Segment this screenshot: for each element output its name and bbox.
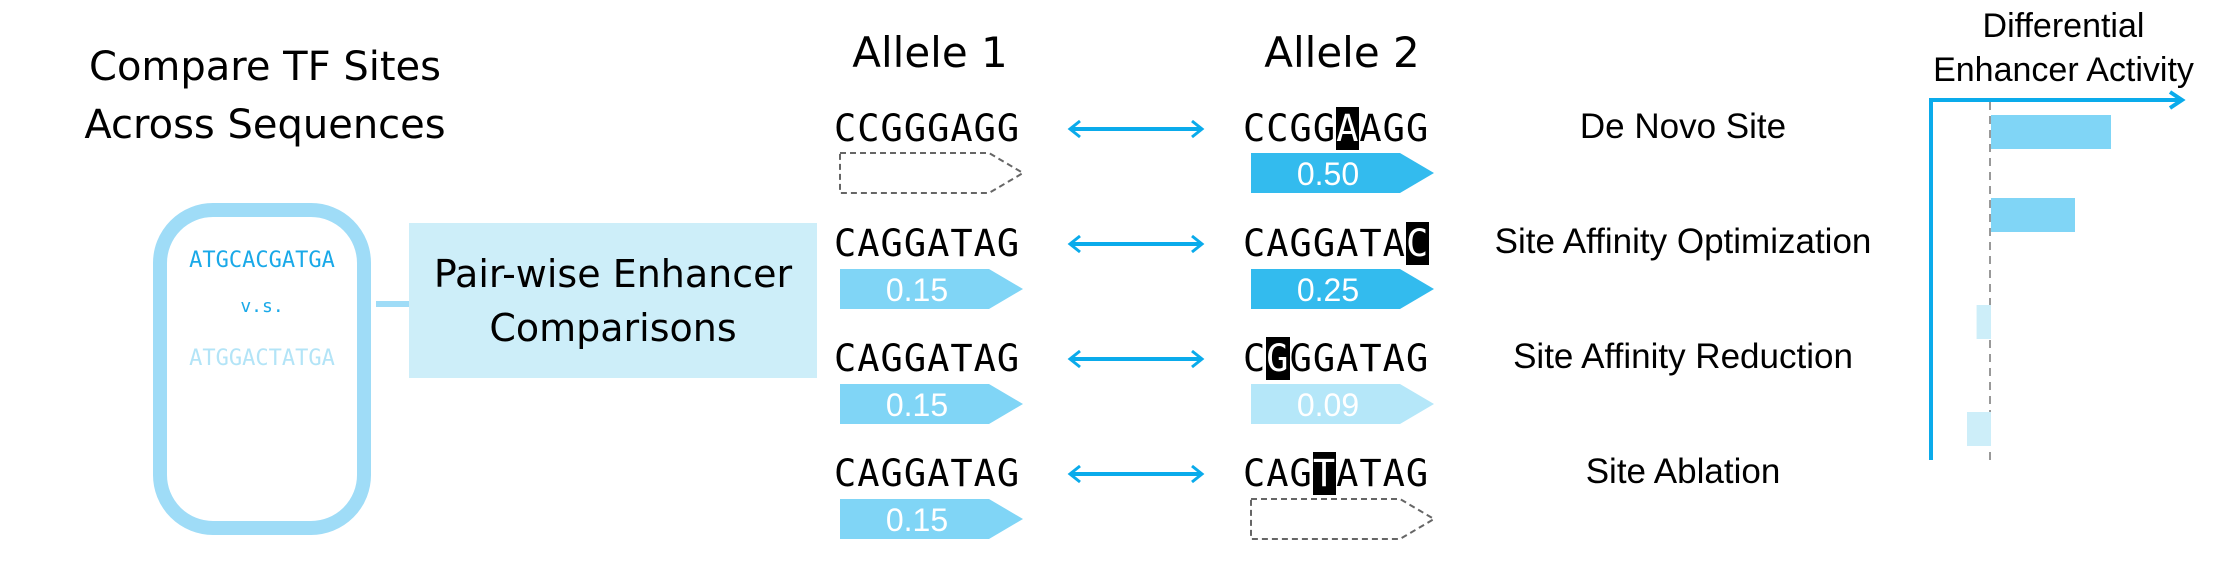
affinity-score: 0.50 — [1297, 156, 1359, 192]
left-title-line2: Across Sequences — [84, 102, 446, 148]
double-arrow-icon — [1067, 119, 1205, 139]
mutated-base: T — [1312, 452, 1337, 495]
allele2-header: Allele 2 — [1264, 28, 1420, 77]
allele1-sequence: CAGGATAG — [834, 337, 1021, 380]
site-pentagon — [840, 499, 1023, 539]
allele1-site-badge — [839, 152, 1025, 194]
activity-title: Differential Enhancer Activity — [1900, 4, 2227, 92]
activity-bar — [1991, 115, 2111, 149]
mutated-base: C — [1405, 222, 1430, 265]
allele2-site-badge: 0.25 — [1251, 269, 1434, 309]
allele1-site-badge: 0.15 — [840, 384, 1023, 424]
seq-prefix: CCGG — [1243, 107, 1337, 150]
pairwise-line2: Comparisons — [489, 305, 737, 350]
allele1-sequence: CAGGATAG — [834, 452, 1021, 495]
axis-arrow-icon — [2168, 90, 2186, 110]
activity-title-line2: Enhancer Activity — [1933, 51, 2194, 89]
affinity-score: 0.15 — [886, 387, 948, 423]
allele2-site-badge — [1250, 498, 1436, 540]
sequence-b: ATGGACTATGA — [189, 346, 335, 371]
seq-suffix: AGG — [1359, 107, 1430, 150]
seq-prefix: C — [1243, 337, 1267, 380]
sequence-compare-box — [153, 203, 371, 535]
sequence-a: ATGCACGATGA — [189, 248, 335, 273]
allele2-site-badge: 0.09 — [1251, 384, 1434, 424]
seq-suffix: GGATAG — [1289, 337, 1430, 380]
seq-prefix: CAG — [1243, 452, 1313, 495]
activity-bar — [1967, 412, 1991, 446]
change-type-label: Site Affinity Optimization — [1494, 222, 1872, 261]
seq-suffix: ATAG — [1336, 452, 1430, 495]
allele1-site-badge: 0.15 — [840, 499, 1023, 539]
allele2-sequence: CCGGAAGG — [1243, 107, 1429, 151]
vs-label: v.s. — [240, 296, 284, 317]
site-pentagon — [840, 269, 1023, 309]
allele2-site-badge: 0.50 — [1251, 153, 1434, 193]
change-type-label: Site Affinity Reduction — [1513, 337, 1853, 376]
seq-prefix: CAGGATA — [1243, 222, 1406, 265]
left-title: Compare TF Sites Across Sequences — [60, 38, 470, 154]
allele2-sequence: CAGGATAC — [1243, 222, 1430, 266]
affinity-score: 0.15 — [886, 502, 948, 538]
double-arrow-icon — [1067, 234, 1205, 254]
allele1-sequence: CCGGGAGG — [834, 107, 1021, 150]
site-pentagon — [1251, 269, 1434, 309]
mutated-base: G — [1266, 337, 1290, 380]
mutated-base: A — [1336, 107, 1360, 150]
allele2-sequence: CAGTATAG — [1243, 452, 1429, 496]
site-pentagon — [840, 384, 1023, 424]
site-pentagon — [839, 152, 1025, 194]
allele1-site-badge: 0.15 — [840, 269, 1023, 309]
activity-title-line1: Differential — [1982, 7, 2145, 45]
site-pentagon — [1250, 498, 1436, 540]
allele1-header: Allele 1 — [852, 28, 1008, 77]
activity-bar — [1991, 198, 2075, 232]
double-arrow-icon — [1067, 349, 1205, 369]
site-pentagon — [1251, 384, 1434, 424]
allele2-sequence: CGGGATAG — [1243, 337, 1429, 381]
affinity-score: 0.25 — [1297, 272, 1359, 308]
affinity-score: 0.09 — [1297, 387, 1359, 423]
connector-line — [376, 301, 409, 307]
activity-bar — [1976, 305, 1991, 339]
site-pentagon — [1251, 153, 1434, 193]
left-title-line1: Compare TF Sites — [89, 44, 441, 90]
change-type-label: Site Ablation — [1585, 452, 1781, 491]
double-arrow-icon — [1067, 464, 1205, 484]
pairwise-line1: Pair-wise Enhancer — [433, 251, 793, 296]
allele1-sequence: CAGGATAG — [834, 222, 1021, 265]
affinity-score: 0.15 — [886, 272, 948, 308]
pairwise-comparisons-box: Pair-wise Enhancer Comparisons — [409, 223, 817, 378]
change-type-label: De Novo Site — [1579, 107, 1787, 146]
